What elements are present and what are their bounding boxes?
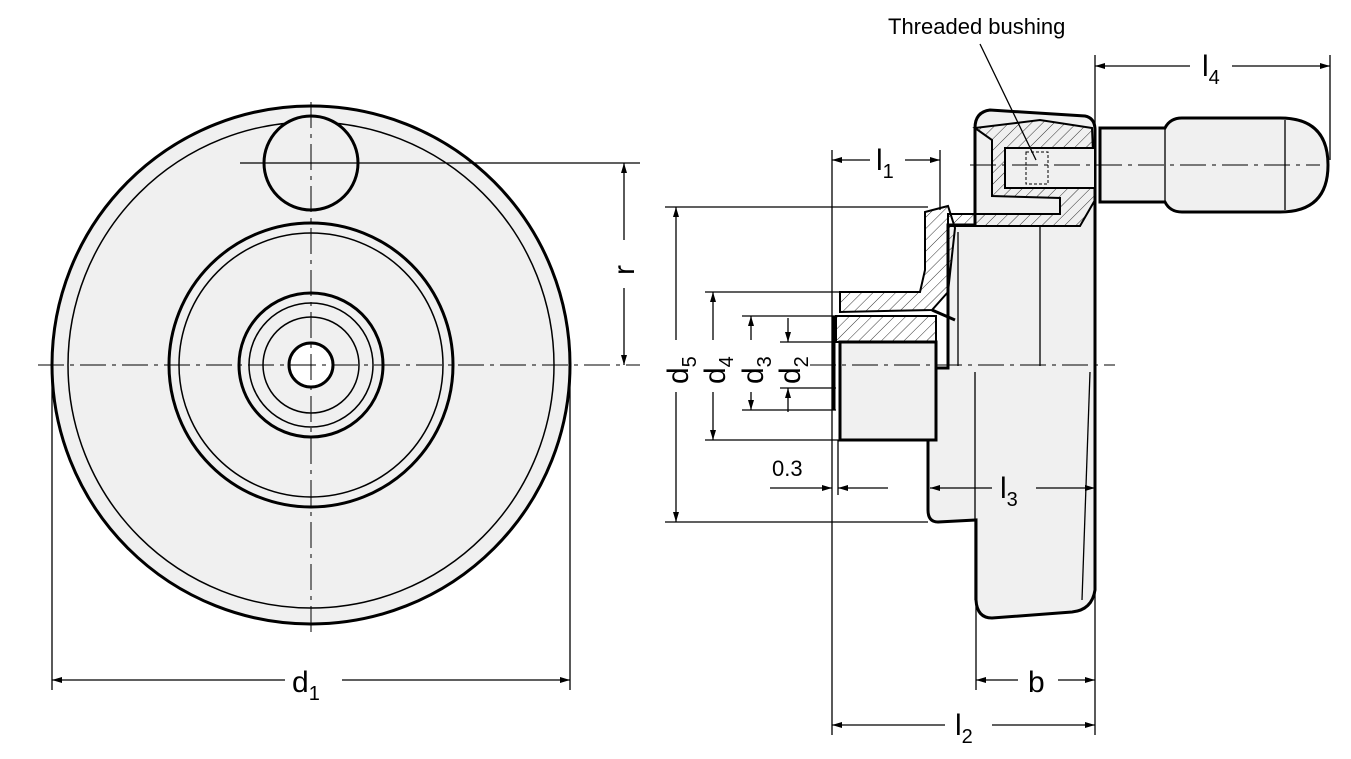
r-label: r xyxy=(608,265,641,275)
d4-label: d4 xyxy=(699,356,738,384)
hub-step-line xyxy=(931,308,956,322)
gap-label: 0.3 xyxy=(772,456,803,481)
d5-label: d5 xyxy=(662,356,701,384)
threaded-bushing xyxy=(1004,147,1096,189)
hub-flange-hatched xyxy=(839,204,957,314)
bushing-screw xyxy=(1025,151,1049,185)
b-label: b xyxy=(1028,666,1045,699)
l3-label: l3 xyxy=(1000,472,1018,511)
bushing-leader xyxy=(979,43,1037,161)
hub-body xyxy=(838,340,938,442)
l4-label: l4 xyxy=(1202,50,1220,89)
d3-label: d3 xyxy=(737,356,776,384)
l2-label: l2 xyxy=(955,709,973,748)
d2-label: d2 xyxy=(774,356,813,384)
side-view: Threaded bushing d5 d4 d3 d2 xyxy=(662,14,1331,748)
l1-label: l1 xyxy=(876,144,894,183)
front-view: d1 r xyxy=(38,102,641,705)
d1-label: d1 xyxy=(292,666,320,705)
bore-bushing-hatched xyxy=(835,315,937,343)
threaded-bushing-label: Threaded bushing xyxy=(888,14,1065,39)
rim-body xyxy=(926,108,1097,620)
